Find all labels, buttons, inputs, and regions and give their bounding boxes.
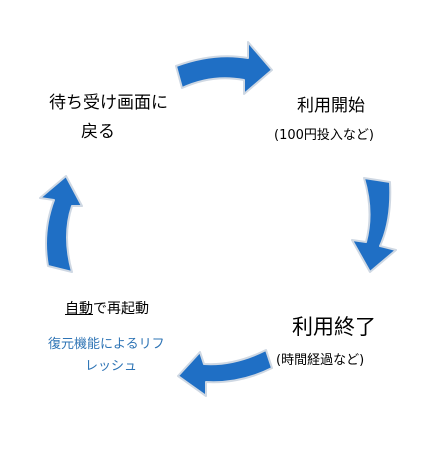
- top-right-title: 利用開始: [297, 96, 365, 116]
- bottom-right-note: (時間経過など): [276, 353, 365, 368]
- bottom-left-title: 自動で再起動: [65, 298, 149, 318]
- bottom-left-title-underlined: 自動: [65, 301, 93, 317]
- right-arrow-icon: [175, 41, 273, 95]
- top-right-note: (100円投入など): [274, 128, 374, 143]
- top-left-line1: 待ち受け画面に: [49, 93, 168, 113]
- bottom-left-note-line1: 復元機能によるリフ: [48, 337, 165, 352]
- left-arrow-icon: [177, 349, 273, 397]
- bottom-left-title-rest: 再起動: [107, 301, 149, 317]
- up-arrow-icon: [39, 175, 83, 273]
- top-left-line2: 戻る: [81, 122, 115, 142]
- bottom-left-note-line2: レッシュ: [85, 359, 138, 374]
- bottom-right-title: 利用終了: [292, 315, 376, 339]
- down-arrow-icon: [351, 177, 397, 273]
- bottom-left-title-particle: で: [93, 301, 107, 317]
